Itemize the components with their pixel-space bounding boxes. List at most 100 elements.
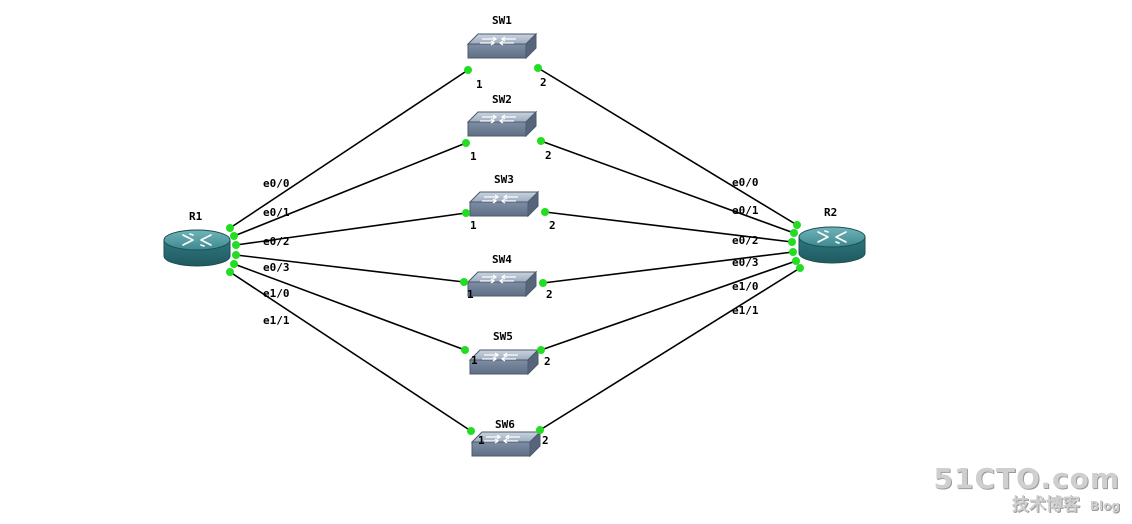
port-dot-r2-e0-3: [789, 248, 797, 256]
switch-arrows-icon: [484, 434, 520, 444]
iface-label-r2-e0-3: e0/3: [732, 256, 759, 269]
switch-sw5[interactable]: [468, 348, 540, 376]
port-dot-sw2-1: [462, 139, 470, 147]
switch-sw4[interactable]: [466, 270, 538, 298]
port-dot-sw6-2: [536, 426, 544, 434]
port-dot-sw1-1: [464, 66, 472, 74]
port-dot-r1-e0-3: [232, 251, 240, 259]
iface-label-r1-e0-1: e0/1: [263, 206, 290, 219]
link-r2-sw3[interactable]: [544, 211, 793, 243]
port-dot-sw5-2: [537, 346, 545, 354]
nodes-layer: [163, 32, 866, 458]
port-dot-r1-e0-2: [232, 241, 240, 249]
port-dot-sw3-2: [541, 208, 549, 216]
link-r1-sw2[interactable]: [233, 142, 467, 237]
router-label-r1: R1: [189, 210, 203, 223]
router-r1[interactable]: [163, 229, 231, 267]
switch-port-label-sw5-left: 1: [471, 354, 478, 367]
switch-port-label-sw4-left: 1: [467, 288, 474, 301]
iface-label-r2-e0-1: e0/1: [732, 204, 759, 217]
iface-label-r1-e0-3: e0/3: [263, 261, 290, 274]
switch-label-sw1: SW1: [492, 14, 512, 27]
watermark-sub-text: 技术博客: [1011, 495, 1080, 515]
iface-label-r2-e1-0: e1/0: [732, 280, 759, 293]
switch-port-label-sw3-right: 2: [549, 219, 556, 232]
port-dot-r1-e1-0: [230, 260, 238, 268]
link-r2-sw5[interactable]: [540, 260, 797, 351]
watermark: 51CTO.com 技术博客 Blog: [934, 465, 1120, 514]
link-r1-sw4[interactable]: [235, 254, 465, 283]
switch-front: [469, 201, 529, 217]
port-dot-r2-e1-0: [792, 257, 800, 265]
router-label-r2: R2: [824, 206, 837, 219]
switch-port-label-sw4-right: 2: [546, 288, 553, 301]
port-dot-r2-e1-1: [796, 264, 804, 272]
iface-label-r1-e1-1: e1/1: [263, 314, 290, 327]
port-dot-r1-e0-0: [226, 224, 234, 232]
iface-label-r2-e0-2: e0/2: [732, 234, 759, 247]
iface-label-r2-e1-1: e1/1: [732, 304, 759, 317]
switch-side: [525, 32, 537, 60]
port-dot-sw3-1: [462, 209, 470, 217]
link-r2-sw6[interactable]: [539, 267, 801, 431]
watermark-main: 51CTO.com: [933, 462, 1120, 495]
watermark-blog: Blog: [1089, 499, 1120, 513]
switch-port-label-sw1-left: 1: [476, 78, 483, 91]
iface-label-r2-e0-0: e0/0: [732, 176, 759, 189]
port-dot-r2-e0-1: [790, 229, 798, 237]
port-dot-r1-e0-1: [230, 232, 238, 240]
switch-side: [525, 110, 537, 138]
port-dot-r2-e0-0: [793, 221, 801, 229]
switch-port-label-sw1-right: 2: [540, 76, 547, 89]
router-top: [798, 226, 866, 248]
links-layer: [229, 67, 801, 432]
switch-arrows-icon: [480, 114, 516, 124]
switch-label-sw3: SW3: [494, 173, 514, 186]
switch-label-sw5: SW5: [493, 330, 513, 343]
switch-side: [527, 190, 539, 218]
link-r1-sw3[interactable]: [235, 212, 467, 246]
switch-port-label-sw5-right: 2: [544, 355, 551, 368]
watermark-sub: 技术博客 Blog: [934, 497, 1120, 514]
switch-side: [529, 430, 541, 458]
link-r1-sw5[interactable]: [233, 263, 466, 351]
port-dot-r2-e0-2: [788, 238, 796, 246]
switch-side: [527, 348, 539, 376]
link-r2-sw2[interactable]: [540, 140, 795, 234]
switch-arrows-icon: [482, 194, 518, 204]
switch-arrows-icon: [480, 36, 516, 46]
port-dot-sw6-1: [467, 427, 475, 435]
router-r2[interactable]: [798, 226, 866, 264]
port-dot-sw5-1: [461, 346, 469, 354]
link-r2-sw4[interactable]: [542, 251, 794, 284]
port-dot-sw4-2: [539, 279, 547, 287]
switch-port-label-sw6-left: 1: [478, 434, 485, 447]
switch-arrows-icon: [480, 274, 516, 284]
switch-label-sw2: SW2: [492, 93, 512, 106]
iface-label-r1-e0-2: e0/2: [263, 235, 290, 248]
switch-sw2[interactable]: [466, 110, 538, 138]
switch-sw6[interactable]: [470, 430, 542, 458]
router-arrows-icon: [182, 233, 212, 247]
switch-front: [469, 359, 529, 375]
switch-port-label-sw6-right: 2: [542, 434, 549, 447]
switch-front: [467, 43, 527, 59]
link-r1-sw1[interactable]: [229, 69, 469, 229]
switch-port-label-sw2-left: 1: [470, 150, 477, 163]
port-dot-r1-e1-1: [226, 268, 234, 276]
port-dot-sw4-1: [460, 278, 468, 286]
switch-port-label-sw2-right: 2: [545, 149, 552, 162]
link-r2-sw1[interactable]: [537, 67, 798, 226]
switch-arrows-icon: [482, 352, 518, 362]
switch-front: [467, 281, 527, 297]
switch-sw3[interactable]: [468, 190, 540, 218]
port-dot-sw1-2: [534, 64, 542, 72]
switch-label-sw6: SW6: [495, 418, 515, 431]
switch-port-label-sw3-left: 1: [470, 219, 477, 232]
link-r1-sw6[interactable]: [229, 271, 472, 432]
router-top: [163, 229, 231, 251]
port-dot-sw2-2: [537, 137, 545, 145]
switch-sw1[interactable]: [466, 32, 538, 60]
